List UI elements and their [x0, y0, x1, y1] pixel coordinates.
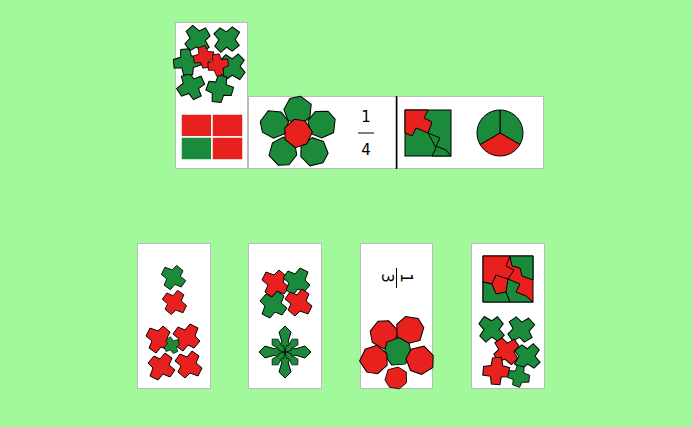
- domino-tile: [138, 23, 545, 389]
- square-pinwheel: [483, 256, 533, 302]
- blob-pair: [161, 265, 186, 314]
- tessellation: [146, 324, 202, 380]
- tessellation: [168, 22, 248, 106]
- fraction-bar: [396, 268, 397, 288]
- fraction-denominator: 3: [379, 273, 395, 283]
- fraction-numerator: 1: [398, 273, 414, 283]
- circle-thirds: [477, 110, 523, 156]
- divider: [396, 96, 398, 169]
- tessellation: [476, 312, 543, 390]
- pinwheel: [260, 268, 312, 318]
- snowflake: [259, 326, 311, 378]
- fraction-bar: [358, 133, 374, 134]
- square-pinwheel: [405, 110, 451, 156]
- fraction-numerator: 1: [361, 109, 371, 125]
- hexagon-cluster: [356, 314, 439, 391]
- hexagon-cluster: [258, 94, 340, 171]
- fraction-denominator: 4: [361, 142, 371, 158]
- grid-fraction: [181, 114, 243, 160]
